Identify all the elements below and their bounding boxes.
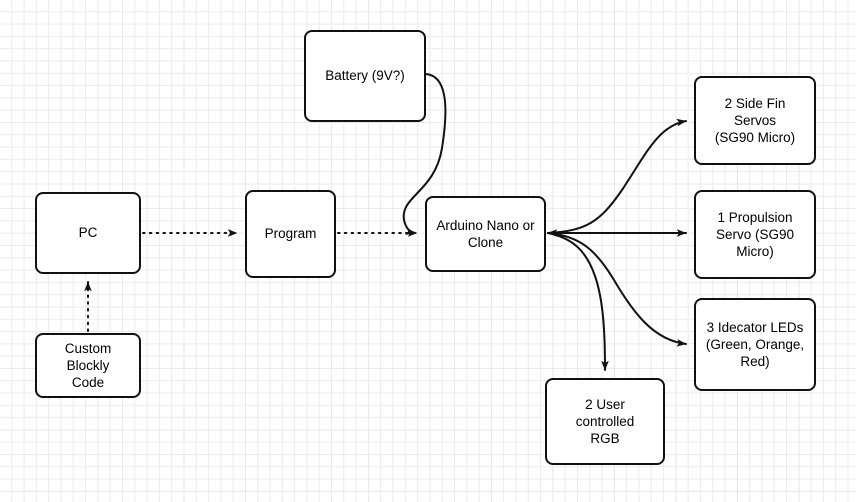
- edge-arduino-to-user-rgb: [547, 232, 609, 371]
- node-custom-blockly-code-label: Custom Blockly Code: [64, 340, 112, 391]
- node-program-label: Program: [264, 226, 317, 242]
- node-battery-label: Battery (9V?): [325, 68, 405, 84]
- edge-arduino-to-side-fin-servos: [547, 118, 687, 234]
- node-arduino[interactable]: Arduino Nano or Clone: [425, 196, 546, 272]
- node-user-rgb-label: 2 User controlled RGB: [575, 396, 635, 447]
- node-battery[interactable]: Battery (9V?): [304, 30, 426, 122]
- node-indicator-leds[interactable]: 3 Idecator LEDs (Green, Orange, Red): [694, 298, 816, 391]
- node-pc[interactable]: PC: [35, 192, 141, 274]
- node-side-fin-servos[interactable]: 2 Side Fin Servos (SG90 Micro): [694, 76, 816, 165]
- node-propulsion-servo-label: 1 Propulsion Servo (SG90 Micro): [715, 209, 795, 260]
- node-program[interactable]: Program: [245, 190, 336, 278]
- node-indicator-leds-label: 3 Idecator LEDs (Green, Orange, Red): [705, 319, 805, 370]
- node-side-fin-servos-label: 2 Side Fin Servos (SG90 Micro): [714, 95, 796, 146]
- node-pc-label: PC: [78, 225, 98, 241]
- edge-arduino-to-indicator-leds: [547, 232, 687, 347]
- node-propulsion-servo[interactable]: 1 Propulsion Servo (SG90 Micro): [694, 190, 816, 279]
- node-arduino-label: Arduino Nano or Clone: [436, 217, 535, 250]
- node-custom-blockly-code[interactable]: Custom Blockly Code: [35, 333, 141, 398]
- node-user-rgb[interactable]: 2 User controlled RGB: [545, 378, 665, 465]
